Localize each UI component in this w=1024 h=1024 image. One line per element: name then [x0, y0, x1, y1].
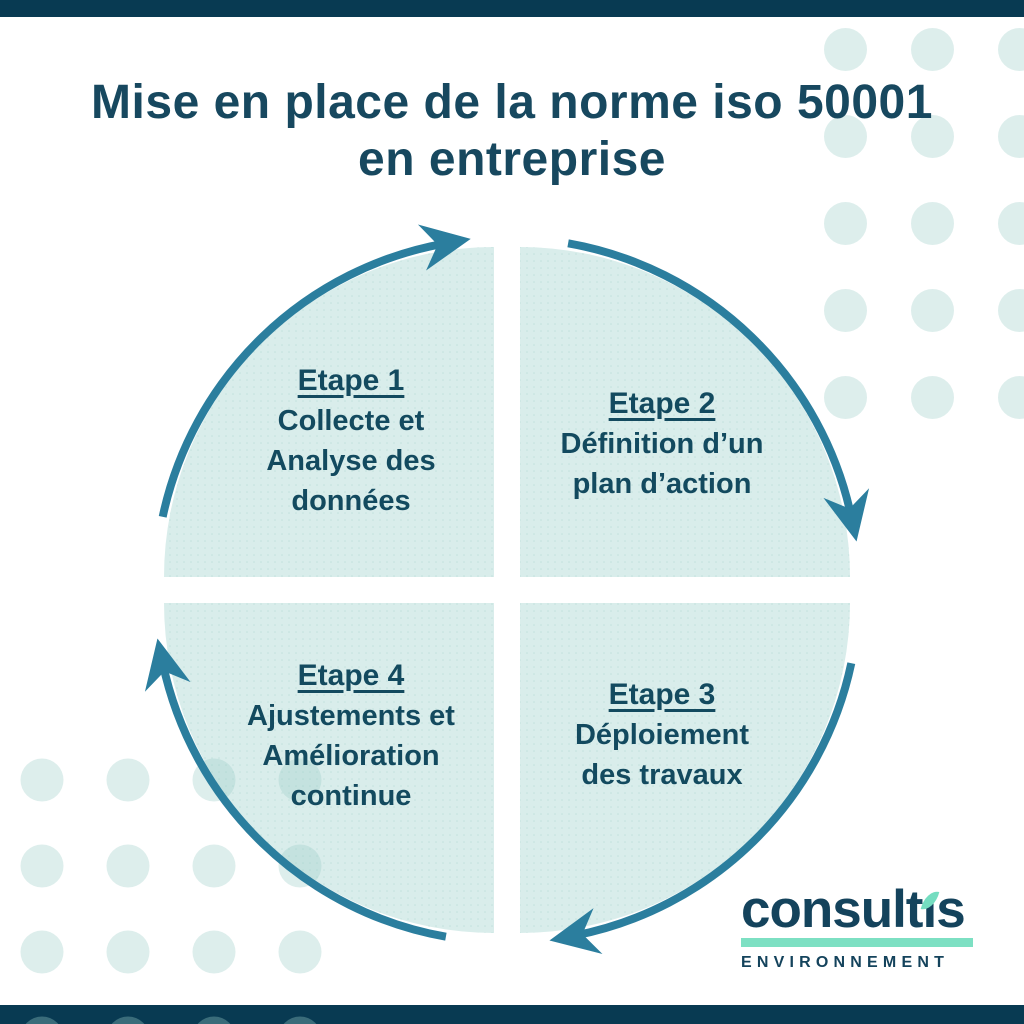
step-2-block: Etape 2 Définition d’un plan d’action [492, 384, 832, 504]
quadrant-step-3-texture [520, 603, 850, 933]
step-1-line: Collecte et [277, 405, 425, 437]
top-bar [0, 0, 1024, 17]
page-title-line-2: en entreprise [358, 133, 666, 186]
quadrant-step-2-texture [520, 247, 850, 577]
step-4-line: Amélioration [262, 740, 440, 772]
page-title: Mise en place de la norme iso 50001 en e… [0, 74, 1024, 188]
step-1-line: Analyse des [266, 445, 436, 477]
arc-arrow-step-4 [144, 638, 447, 941]
step-4-line: continue [290, 780, 412, 812]
dots-bottom-left [0, 736, 344, 1024]
step-3-line: Déploiement [574, 719, 750, 751]
logo-wordmark-part: s [936, 880, 966, 939]
arc-arrow-step-2 [567, 239, 870, 542]
logo-subtitle: ENVIRONNEMENT [741, 954, 950, 971]
quadrant-step-1-texture [164, 247, 494, 577]
step-3-block: Etape 3 Déploiement des travaux [492, 675, 832, 795]
step-1-line: données [291, 485, 411, 517]
step-4-title: Etape 4 [297, 659, 405, 692]
step-2-title: Etape 2 [608, 387, 716, 420]
step-4-line: Ajustements et [247, 700, 455, 732]
step-2-line: plan d’action [572, 468, 752, 500]
cycle-arrows [144, 224, 870, 954]
page-title-line-1: Mise en place de la norme iso 50001 [91, 76, 933, 129]
logo-wordmark-part: consult [741, 880, 923, 939]
arc-arrow-step-3 [549, 662, 856, 954]
logo-wordmark-part: ı [922, 880, 937, 939]
step-3-line: des travaux [581, 759, 743, 791]
arc-arrow-step-1 [158, 224, 471, 518]
dots-top-right [800, 25, 1024, 442]
logo-letter-i: ı [921, 883, 940, 936]
step-1-title: Etape 1 [297, 364, 405, 397]
step-1-block: Etape 1 Collecte et Analyse des données [181, 361, 521, 521]
step-4-block: Etape 4 Ajustements et Amélioration cont… [181, 656, 521, 816]
step-2-line: Définition d’un [560, 428, 764, 460]
step-3-title: Etape 3 [608, 678, 716, 711]
logo-underline-bar [741, 938, 973, 947]
